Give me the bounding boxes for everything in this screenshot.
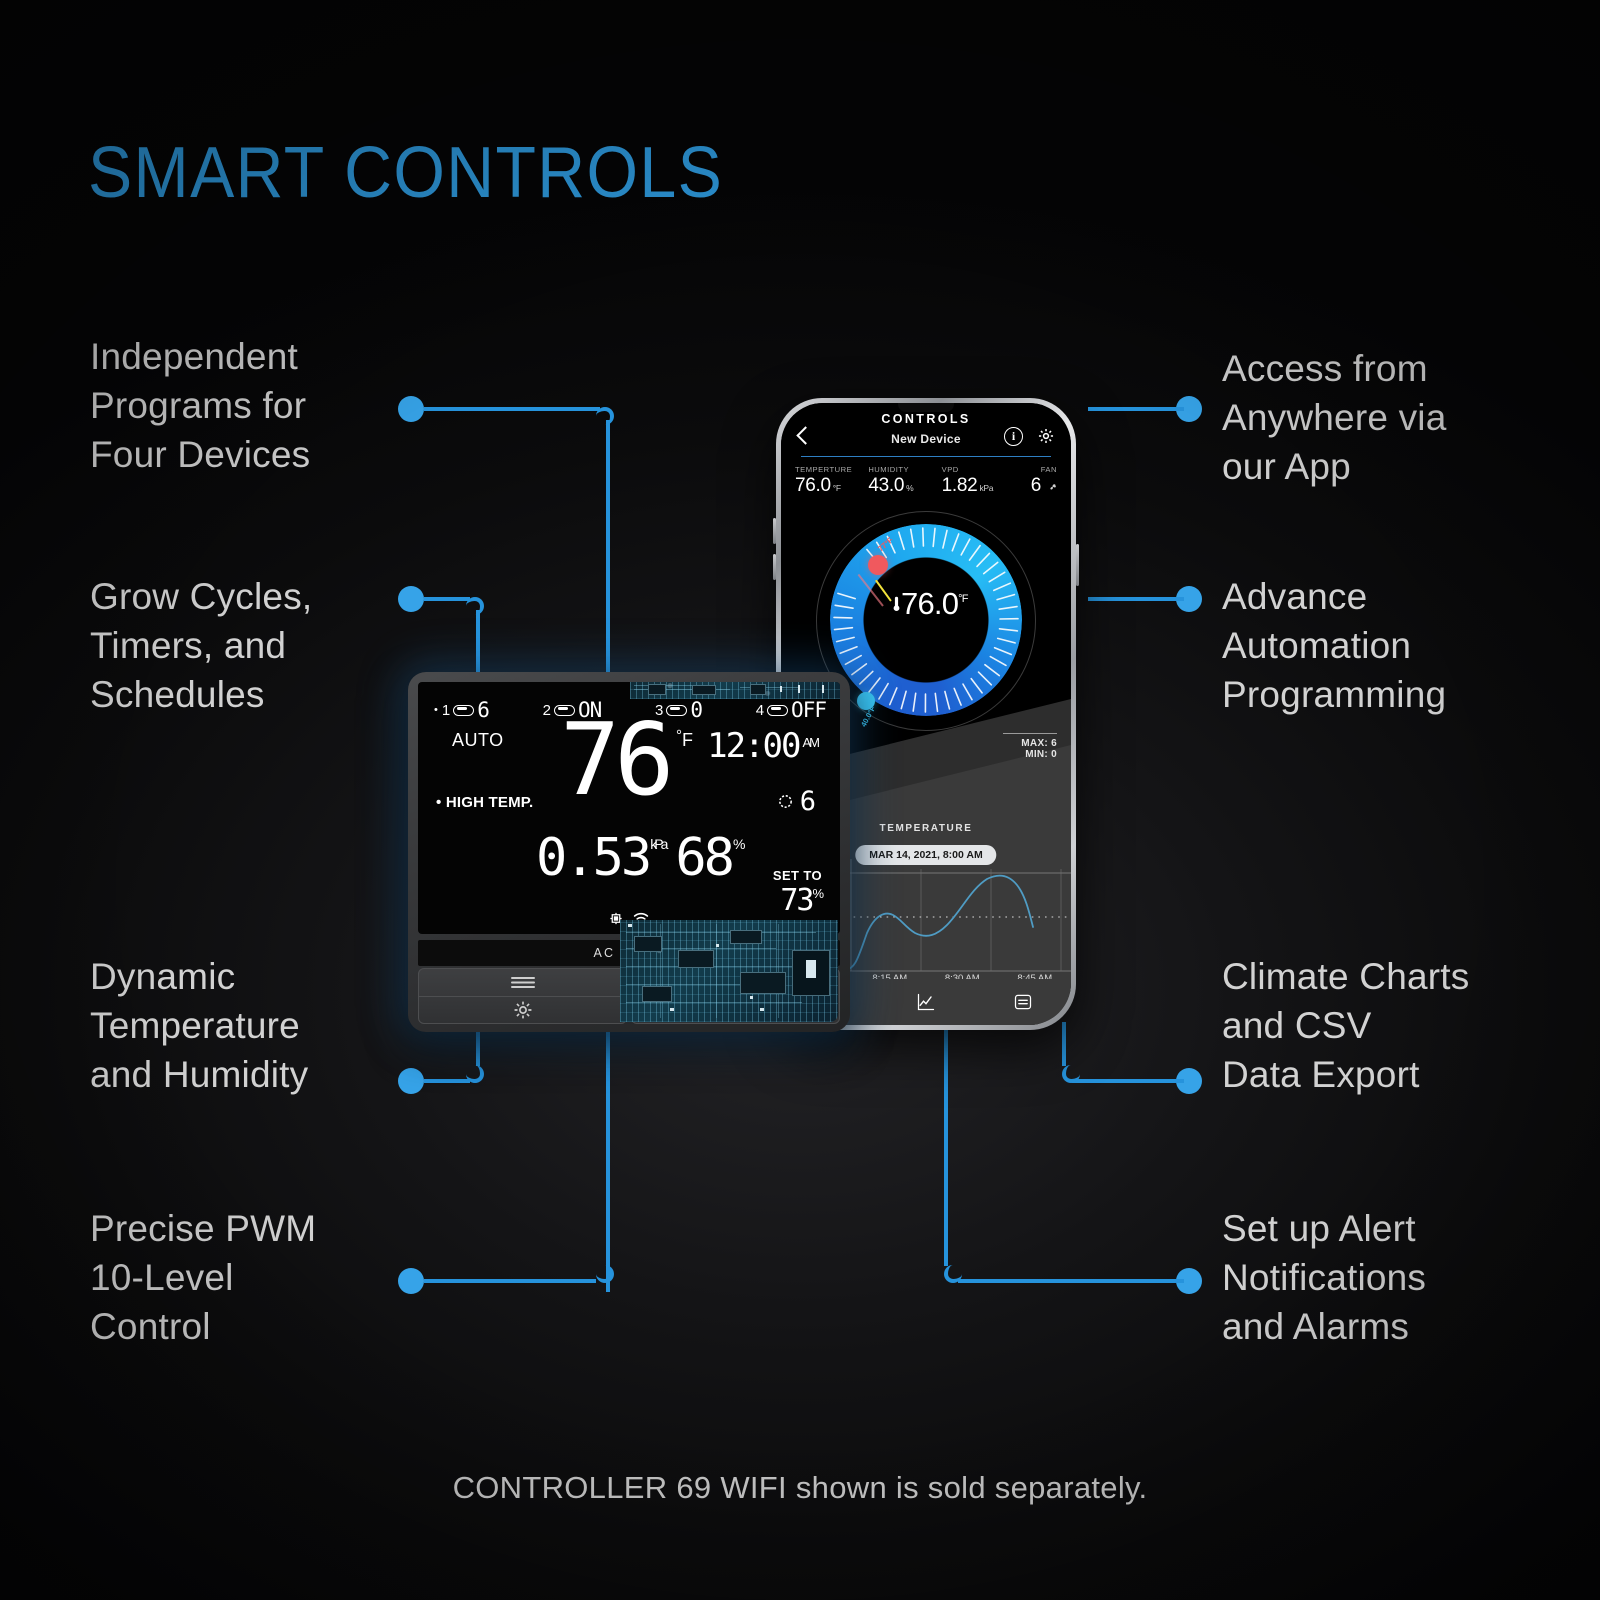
connector-line-left-1-h — [424, 407, 600, 411]
limits-divider — [1003, 733, 1057, 734]
connector-corner-left-2 — [466, 597, 484, 615]
stat-fan: FAN 6 — [1015, 465, 1057, 497]
feature-label-independent-programs: Independent Programs for Four Devices — [90, 336, 311, 476]
phone-notch — [898, 403, 954, 412]
lcd-vpd-value: 0.53kPa — [536, 828, 668, 888]
connector-corner-right-3 — [1062, 1065, 1080, 1083]
lcd-secondary-row: 0.53kPa 68% — [536, 828, 746, 888]
plug-icon-3 — [666, 704, 688, 716]
lcd-fan-speed: 6 — [777, 786, 816, 817]
phone-power-button[interactable] — [1076, 544, 1079, 586]
stat-fan-value: 6 — [1015, 475, 1057, 497]
feature-label-dynamic-temperature: Dynamic Temperature and Humidity — [90, 956, 309, 1096]
stat-temperature-value: 76.0°F — [795, 475, 841, 496]
phone-volume-down-button[interactable] — [773, 554, 776, 580]
stat-vpd-label: VPD — [941, 465, 959, 474]
connector-corner-left-4 — [596, 1265, 614, 1283]
fan-icon — [1050, 484, 1056, 490]
feature-label-climate-charts: Climate Charts and CSV Data Export — [1222, 956, 1470, 1096]
connector-line-right-4-v — [944, 1022, 948, 1266]
app-device-name: New Device — [891, 432, 961, 446]
thermometer-icon — [893, 596, 900, 612]
feature-label-precise-pwm: Precise PWM 10-Level Control — [90, 1208, 317, 1348]
connector-line-left-3-h — [424, 1079, 470, 1083]
lcd-temperature-unit: °F — [676, 727, 693, 750]
port-1-number: 1 — [441, 701, 451, 719]
limit-min: MIN: 0 — [1025, 749, 1057, 760]
connector-dot-left-4 — [398, 1268, 424, 1294]
info-icon[interactable]: i — [1004, 427, 1023, 446]
stat-humidity-label: HUMIDITY — [868, 465, 910, 474]
plug-icon-1 — [453, 704, 475, 716]
feature-label-grow-cycles: Grow Cycles, Timers, and Schedules — [90, 576, 313, 716]
connector-dot-left-1 — [398, 396, 424, 422]
stats-row: TEMPERTURE 76.0°F HUMIDITY 43.0% VPD 1.8… — [781, 457, 1071, 503]
lcd-humidity-value: 68% — [675, 828, 745, 888]
connector-corner-left-3 — [466, 1065, 484, 1083]
port-1[interactable]: • 1 6 — [434, 698, 490, 722]
fan-dashed-icon — [778, 795, 792, 808]
feature-label-access-anywhere: Access from Anywhere via our App — [1222, 348, 1447, 488]
controller-lcd-screen: • 1 6 2 ON 3 0 4 OFF — [418, 682, 840, 934]
page-title: SMART CONTROLS — [88, 133, 724, 213]
port-2-number: 2 — [542, 701, 551, 719]
dial-high-handle[interactable] — [868, 555, 888, 575]
nav-chart-icon[interactable] — [916, 992, 936, 1012]
chart-date-chip[interactable]: MAR 14, 2021, 8:00 AM — [855, 845, 997, 865]
stat-humidity-value: 43.0% — [868, 475, 914, 496]
port-1-bullet: • — [434, 704, 438, 716]
pcb-overlay-large — [620, 920, 838, 1022]
connector-line-right-1-h — [1088, 407, 1184, 411]
connector-dot-left-3 — [398, 1068, 424, 1094]
controller-device: • 1 6 2 ON 3 0 4 OFF — [408, 672, 850, 1032]
hamburger-menu-icon — [510, 977, 535, 989]
settings-button[interactable] — [419, 995, 626, 1024]
dial-center-readout: 76.0°F — [892, 586, 968, 622]
pcb-overlay-strip — [630, 682, 840, 699]
plug-icon-4 — [767, 704, 789, 716]
gear-icon — [514, 1001, 531, 1019]
set-to-value: 73% — [780, 883, 824, 918]
footer-disclaimer: CONTROLLER 69 WIFI shown is sold separat… — [452, 1470, 1148, 1505]
phone-volume-up-button[interactable] — [773, 518, 776, 544]
alert-high-temp: • HIGH TEMP. — [436, 794, 534, 811]
connector-line-left-4-h — [424, 1279, 596, 1283]
stat-fan-label: FAN — [1040, 465, 1057, 474]
fan-limits: MAX: 6 MIN: 0 — [1003, 733, 1057, 760]
stat-temperature-label: TEMPERTURE — [795, 465, 853, 474]
connector-line-left-2-h — [424, 597, 470, 601]
nav-list-icon[interactable] — [1013, 992, 1033, 1012]
connector-line-right-4-h — [958, 1279, 1184, 1283]
gear-icon[interactable] — [1037, 427, 1055, 445]
connector-corner-left-1 — [596, 407, 614, 425]
dial-center-value: 76.0°F — [892, 586, 968, 622]
limit-max: MAX: 6 — [1021, 738, 1057, 749]
lcd-set-to: SET TO 73% — [772, 868, 824, 918]
app-title: CONTROLS — [881, 412, 971, 426]
menu-button[interactable] — [419, 969, 626, 996]
connector-line-right-2-h — [1088, 597, 1184, 601]
stat-humidity: HUMIDITY 43.0% — [868, 465, 937, 497]
port-1-value: 6 — [477, 698, 490, 722]
lcd-temperature-value: 76 — [560, 701, 674, 818]
port-4[interactable]: 4 OFF — [755, 698, 827, 722]
port-4-number: 4 — [755, 701, 765, 719]
port-3-value: 0 — [690, 698, 703, 722]
stat-temperature: TEMPERTURE 76.0°F — [795, 465, 864, 497]
mode-label: AUTO — [452, 730, 504, 750]
controller-left-buttons — [418, 968, 627, 1024]
port-4-value: OFF — [791, 698, 827, 722]
connector-corner-right-4 — [944, 1265, 962, 1283]
connector-line-right-3-h — [1072, 1079, 1184, 1083]
set-to-label: SET TO — [772, 868, 822, 883]
connector-line-right-3-v — [1062, 1022, 1066, 1066]
feature-label-advance-automation: Advance Automation Programming — [1222, 576, 1447, 716]
connector-dot-left-2 — [398, 586, 424, 612]
feature-label-alert-notifications: Set up Alert Notifications and Alarms — [1222, 1208, 1427, 1348]
